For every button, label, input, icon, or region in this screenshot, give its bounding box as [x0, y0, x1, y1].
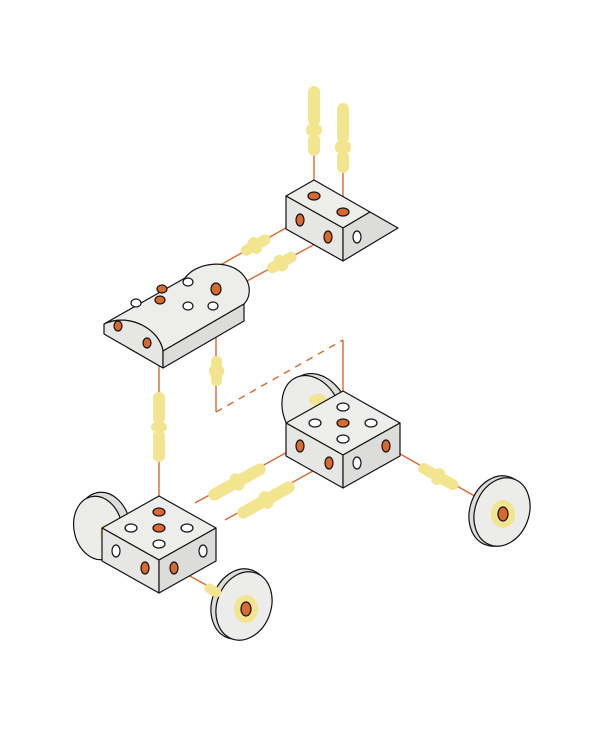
pin: [151, 392, 167, 462]
connector-pins: [151, 86, 459, 598]
pin: [335, 103, 351, 173]
pin: [237, 481, 295, 519]
pin: [240, 234, 271, 256]
pin: [209, 356, 224, 386]
wheel-front-left: [210, 568, 273, 641]
pin: [208, 463, 266, 501]
cube-block-right: [285, 390, 401, 489]
pin: [418, 462, 459, 491]
pin: [306, 86, 322, 156]
wheel-right: [468, 475, 531, 547]
pin: [204, 583, 222, 598]
wedge-block: [285, 179, 399, 262]
pin: [266, 251, 297, 274]
dashed-connector: [215, 339, 344, 413]
half-cylinder-block: [103, 263, 250, 369]
cube-block-left: [101, 495, 217, 594]
